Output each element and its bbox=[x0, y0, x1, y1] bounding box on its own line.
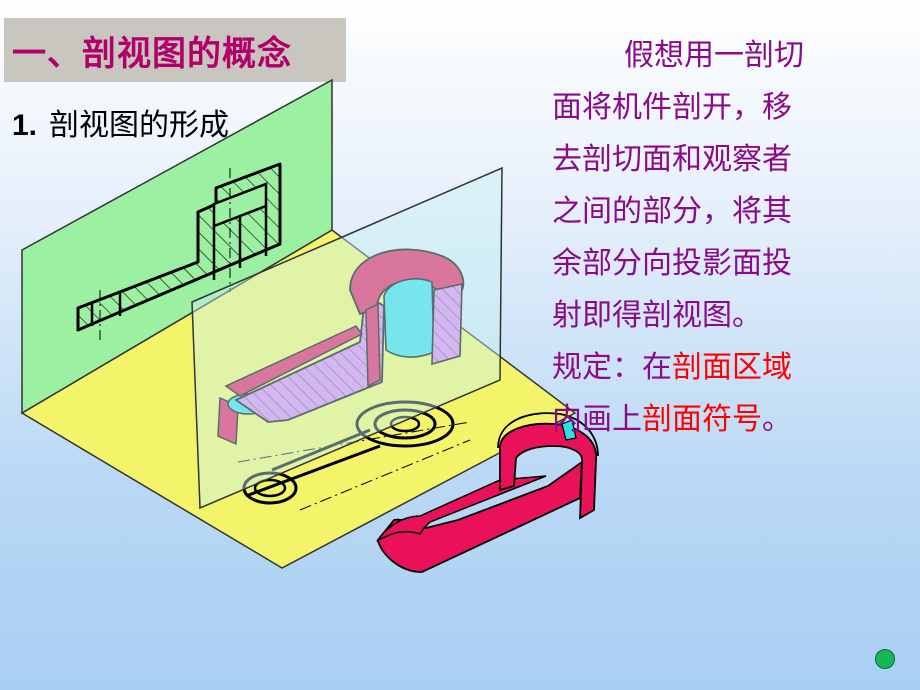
removed-part bbox=[375, 412, 599, 573]
rule-end: 。 bbox=[762, 402, 792, 437]
section-number: 1. bbox=[12, 109, 38, 142]
rule-line-2: 内画上剖面符号。 bbox=[552, 394, 852, 446]
rule-prefix: 规定：在 bbox=[552, 350, 672, 385]
cutting-plane bbox=[191, 166, 503, 510]
section-heading-text: 剖视图的形成 bbox=[49, 108, 230, 143]
rule-line-1: 规定：在剖面区域 bbox=[552, 342, 852, 394]
rule-highlight-section-area: 剖面区域 bbox=[672, 350, 792, 385]
description-line-4: 之间的部分，将其 bbox=[552, 194, 792, 229]
projected-section-view bbox=[76, 162, 282, 340]
title-box: 一、剖视图的概念 bbox=[4, 18, 346, 82]
description-line-6: 射即得剖视图。 bbox=[552, 298, 762, 333]
vertical-projection-plane bbox=[21, 78, 333, 415]
page-title: 一、剖视图的概念 bbox=[12, 33, 292, 74]
description-line-3: 去剖切面和观察者 bbox=[552, 142, 792, 177]
description-line-2: 面将机件剖开，移 bbox=[552, 90, 792, 125]
rule-middle: 内画上 bbox=[552, 402, 642, 437]
next-slide-button[interactable] bbox=[875, 649, 895, 669]
description-text: 假想用一剖切 面将机件剖开，移 去剖切面和观察者 之间的部分，将其 余部分向投影… bbox=[552, 30, 852, 446]
projected-top-view bbox=[237, 400, 471, 511]
section-heading: 1. 剖视图的形成 bbox=[12, 100, 229, 144]
sectioned-part bbox=[217, 248, 465, 446]
description-line-5: 余部分向投影面投 bbox=[552, 246, 792, 281]
rule-highlight-section-symbol: 剖面符号 bbox=[642, 402, 762, 437]
description-line-1: 假想用一剖切 bbox=[624, 38, 804, 73]
